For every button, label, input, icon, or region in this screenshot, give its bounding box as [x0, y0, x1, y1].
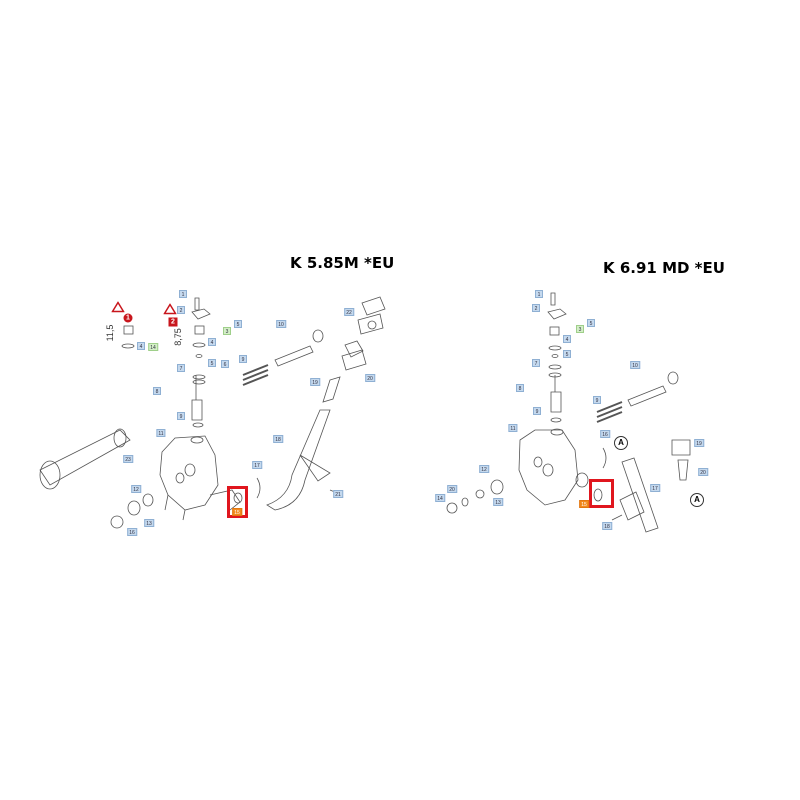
callout[interactable]: 12: [479, 465, 489, 473]
callout[interactable]: 4: [208, 338, 216, 346]
callout[interactable]: 19: [694, 439, 704, 447]
callout[interactable]: 23: [123, 455, 133, 463]
callout[interactable]: 13: [144, 519, 154, 527]
callout[interactable]: 13: [493, 498, 503, 506]
warning-badge-1: 1: [123, 313, 133, 323]
callout[interactable]: 11: [508, 424, 518, 432]
callout[interactable]: 18: [273, 435, 283, 443]
callout[interactable]: 16: [600, 430, 610, 438]
callout[interactable]: 9: [239, 355, 247, 363]
callout[interactable]: 5: [563, 350, 571, 358]
callout[interactable]: 9: [177, 412, 185, 420]
callout[interactable]: 20: [698, 468, 708, 476]
callout[interactable]: 11: [156, 429, 166, 437]
callout[interactable]: 2: [177, 306, 185, 314]
highlight-box: [589, 479, 614, 508]
callout[interactable]: 5: [208, 359, 216, 367]
callout[interactable]: 9: [593, 396, 601, 404]
callout[interactable]: 10: [276, 320, 286, 328]
callout[interactable]: 12: [131, 485, 141, 493]
callout[interactable]: 3: [223, 327, 231, 335]
callout[interactable]: 21: [333, 490, 343, 498]
callout[interactable]: 19: [310, 378, 320, 386]
dimension-label: 11,5: [105, 324, 115, 342]
callout-highlighted[interactable]: 15: [232, 508, 242, 516]
callout[interactable]: 7: [532, 359, 540, 367]
callout[interactable]: 16: [127, 528, 137, 536]
left-pump-drawing: [39, 296, 386, 529]
callout[interactable]: 20: [447, 485, 457, 493]
callout[interactable]: 5: [587, 319, 595, 327]
right-pump-drawing: [446, 292, 691, 533]
callout[interactable]: 4: [137, 342, 145, 350]
callout[interactable]: 10: [630, 361, 640, 369]
left-model-title: K 5.85M *EU: [290, 254, 395, 272]
callout[interactable]: 8: [516, 384, 524, 392]
callout[interactable]: 22: [344, 308, 354, 316]
callout[interactable]: 18: [602, 522, 612, 530]
callout[interactable]: 14: [148, 343, 158, 351]
highlight-box: [227, 486, 248, 518]
callout[interactable]: 4: [563, 335, 571, 343]
callout[interactable]: 1: [179, 290, 187, 298]
warning-badge-2: 2: [168, 317, 178, 327]
connection-mark-a: A: [614, 436, 628, 450]
callout[interactable]: 3: [576, 325, 584, 333]
callout[interactable]: 14: [435, 494, 445, 502]
warning-triangle-icon: [163, 303, 177, 315]
callout[interactable]: 7: [177, 364, 185, 372]
connection-mark-a: A: [690, 493, 704, 507]
callout[interactable]: 2: [532, 304, 540, 312]
callout[interactable]: 8: [153, 387, 161, 395]
callout[interactable]: 17: [650, 484, 660, 492]
warning-triangle-icon: [111, 301, 125, 313]
callout[interactable]: 1: [535, 290, 543, 298]
callout[interactable]: 6: [221, 360, 229, 368]
callout[interactable]: 5: [234, 320, 242, 328]
callout[interactable]: 20: [365, 374, 375, 382]
right-model-title: K 6.91 MD *EU: [603, 259, 725, 277]
callout[interactable]: 9: [533, 407, 541, 415]
callout[interactable]: 17: [252, 461, 262, 469]
callout-highlighted[interactable]: 15: [579, 500, 589, 508]
dimension-label: 8,75: [173, 328, 183, 346]
